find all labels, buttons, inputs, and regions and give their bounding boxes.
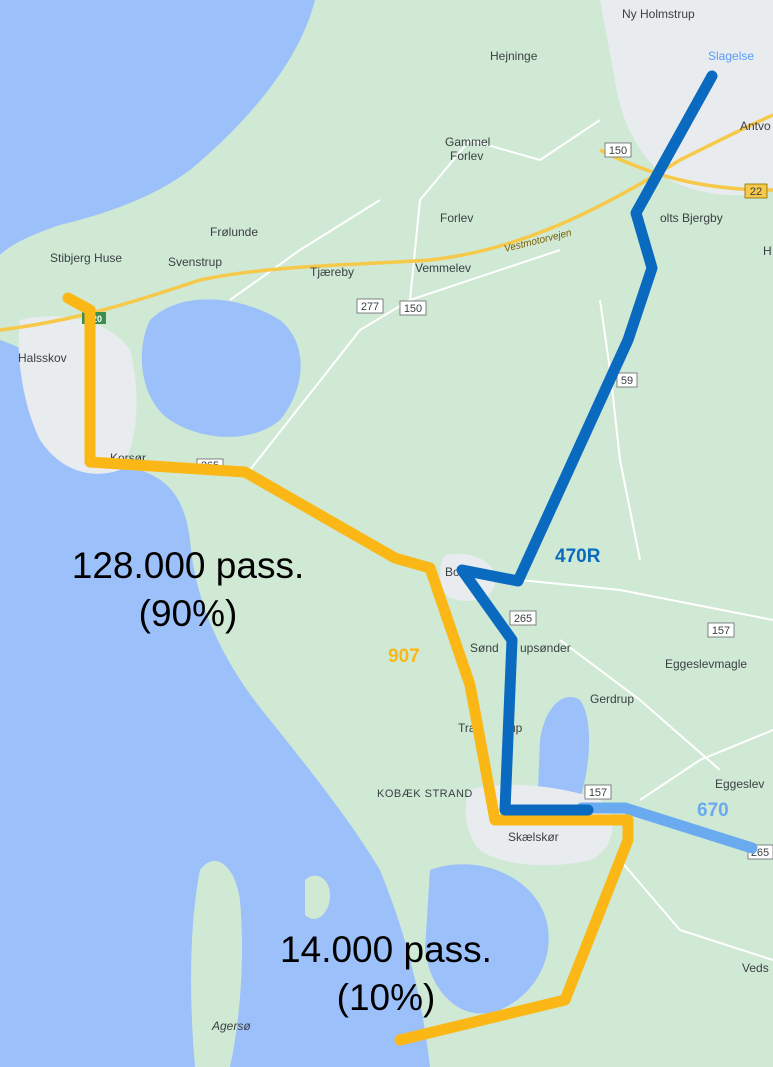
urban-korsor [18, 316, 137, 474]
route-670-line [576, 802, 758, 854]
place-eggeslevmagle: Eggeslevmagle [665, 657, 747, 671]
road-265-label-2: 265 [514, 613, 532, 625]
place-eggeslev: Eggeslev [715, 777, 764, 791]
place-kobaek-strand: KOBÆK STRAND [377, 788, 473, 800]
minor-roads [229, 119, 773, 961]
place-gammel-forlev-1: Gammel [445, 135, 490, 149]
place-sonderupsonder-a: Sønd [470, 641, 499, 655]
place-agerso: Agersø [211, 1019, 251, 1033]
place-stibjerg-huse: Stibjerg Huse [50, 251, 122, 265]
place-holts-bjergby: olts Bjergby [660, 211, 723, 225]
place-labels: Ny Holmstrup Slagelse Hejninge Antvo Gam… [18, 7, 772, 1033]
route-907-label: 907 [388, 646, 420, 667]
place-slagelse: Slagelse [708, 49, 754, 63]
place-forlev: Forlev [440, 211, 473, 225]
north-passengers-share: (90%) [139, 593, 238, 634]
road-150-label-2: 150 [404, 303, 422, 315]
place-antvorskov: Antvo [740, 119, 771, 133]
place-svenstrup: Svenstrup [168, 255, 222, 269]
sea-storebaelt [0, 0, 315, 255]
place-vemmelev: Vemmelev [415, 261, 471, 275]
road-59-label: 59 [621, 375, 633, 387]
route-470R-label: 470R [555, 546, 601, 567]
lake-korsor-nor [141, 299, 301, 437]
road-277-label: 277 [361, 301, 379, 313]
place-gammel-forlev-2: Forlev [450, 149, 483, 163]
place-skaelskor: Skælskør [508, 830, 559, 844]
south-passengers-share: (10%) [337, 977, 436, 1018]
island-omø [305, 875, 330, 919]
road-157-label-2: 157 [589, 787, 607, 799]
place-edge-h: H [763, 244, 772, 258]
road-150-label-1: 150 [609, 145, 627, 157]
road-e20-motorway [0, 113, 773, 332]
place-boeslunde: Bo [445, 565, 460, 579]
place-hejninge: Hejninge [490, 49, 538, 63]
route-470R-line [456, 70, 718, 816]
north-passengers-count: 128.000 pass. [72, 545, 304, 586]
place-frolunde: Frølunde [210, 225, 258, 239]
place-gerdrup: Gerdrup [590, 692, 634, 706]
place-halsskov: Halsskov [18, 351, 67, 365]
place-vedsk: Veds [742, 961, 769, 975]
place-tjareby: Tjæreby [310, 265, 354, 279]
road-157-label-1: 157 [712, 625, 730, 637]
south-passengers-count: 14.000 pass. [280, 929, 492, 970]
place-sonderupsonder-b: upsønder [520, 641, 571, 655]
urban-slagelse [600, 0, 773, 196]
place-tjarup-a: Tra [458, 721, 476, 735]
island-agerso [191, 861, 242, 1067]
place-ny-holmstrup: Ny Holmstrup [622, 7, 695, 21]
road-22-label: 22 [750, 186, 762, 198]
route-907-line [62, 292, 634, 1046]
route-670-label: 670 [697, 800, 729, 821]
bus-routes [62, 70, 758, 1046]
fjord-skaelskor [425, 864, 549, 1014]
